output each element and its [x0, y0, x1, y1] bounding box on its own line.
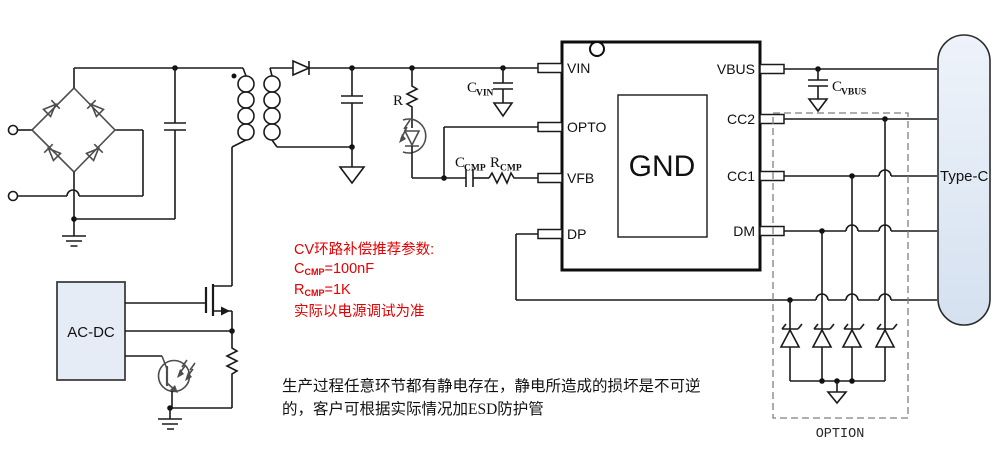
bridge-diode-icon [43, 143, 62, 162]
pin-vin [537, 62, 563, 74]
tvs-diode-icon [779, 323, 803, 381]
type-c-label: Type-C [940, 168, 989, 185]
exposed-pad [617, 94, 708, 238]
pin-cc2 [759, 113, 785, 125]
pin-label-opto: OPTO [567, 119, 607, 135]
ground-icon [807, 98, 829, 113]
cvbus-label: C [832, 79, 842, 95]
pin-cc1 [759, 170, 785, 182]
cv-note-ccmp: CCMP=100nF [294, 260, 375, 277]
esd-note-line2: 的，客户可根据实际情况加ESD防护管 [282, 400, 544, 418]
bulk-capacitor [164, 68, 186, 219]
cvin-label-sub: VIN [476, 89, 494, 99]
wire-hop [845, 224, 892, 232]
pin-vbus [759, 63, 785, 75]
ccmp-label-sub: CMP [464, 164, 486, 174]
cvbus-capacitor [808, 69, 828, 99]
pin-label-cc1: CC1 [727, 168, 755, 184]
cvin-label: C [467, 80, 477, 96]
cc-dm-dp-wiring [515, 116, 937, 329]
rcmp-label-sub: CMP [500, 164, 522, 174]
wire-hop [815, 293, 892, 301]
ground-icon [826, 391, 848, 405]
tvs-diode-icon [841, 323, 865, 381]
pin-label-cc2: CC2 [727, 111, 755, 127]
esd-note-line1: 生产过程任意环节都有静电存在，静电所造成的损坏是不可逆 [282, 378, 701, 395]
cv-note-title: CV环路补偿推荐参数: [294, 242, 435, 258]
light-arrow-icon [399, 134, 406, 143]
vbus-wiring [784, 66, 937, 113]
tvs-diode-icon [811, 323, 835, 381]
pin1-marker-icon [589, 41, 605, 57]
sense-resistor [225, 331, 239, 408]
esd-warning-note: 生产过程任意环节都有静电存在，静电所造成的损坏是不可逆 的，客户可根据实际情况加… [282, 376, 701, 421]
cv-compensation-note: CV环路补偿推荐参数: CCMP=100nF RCMP=1K 实际以电源调试为准 [294, 241, 434, 321]
mosfet-arrow-icon [221, 306, 230, 316]
option-dashed-box [772, 112, 909, 419]
ccmp-label: C [455, 155, 465, 171]
primary-bus-wiring [62, 65, 243, 247]
pin-opto [537, 121, 563, 133]
cv-note-line4: 实际以电源调试为准 [294, 303, 425, 320]
light-arrow-icon [177, 369, 184, 378]
pin-dm [759, 225, 785, 237]
esd-protection-diodes [779, 323, 898, 405]
bridge-diode-icon [86, 99, 105, 118]
gnd-pad-label: GND [629, 150, 696, 183]
output-filter-capacitor [277, 68, 366, 185]
resistor-label: R [393, 93, 403, 109]
emitter-arrow-icon [170, 385, 178, 393]
source-sense-network [125, 328, 239, 430]
compensation-network [412, 126, 538, 187]
ground-icon [338, 166, 366, 185]
cvin-capacitor [492, 68, 514, 118]
option-label: OPTION [816, 427, 865, 442]
earth-ground-icon [62, 235, 86, 247]
optocoupler-led [399, 118, 427, 178]
pin-vfb [537, 172, 563, 184]
earth-ground-icon [158, 408, 182, 430]
polarity-dot-icon [231, 73, 237, 79]
tvs-diode-icon [874, 323, 898, 381]
output-rectifier-diode [270, 59, 538, 77]
feedback-resistor [405, 68, 419, 128]
pin-dp [537, 228, 563, 240]
acdc-label: AC-DC [67, 324, 115, 341]
ac-input-terminals [7, 124, 144, 202]
bridge-diode-icon [42, 99, 61, 118]
pin-label-vin: VIN [567, 60, 590, 76]
wire-hop [66, 189, 80, 197]
pin-label-vbus: VBUS [717, 61, 755, 77]
acdc-block: AC-DC [56, 281, 126, 381]
rcmp-label: R [490, 155, 500, 171]
bridge-diode-icon [85, 143, 104, 162]
power-mosfet [125, 147, 233, 331]
wire-hop [878, 169, 892, 177]
pin-label-dp: DP [567, 226, 586, 242]
pin-label-dm: DM [733, 223, 755, 239]
cvbus-label-sub: VBUS [841, 88, 866, 98]
light-arrow-icon [185, 372, 192, 381]
controller-ic: GND VIN OPTO VFB DP VBUS CC2 CC1 DM [537, 40, 785, 272]
ground-icon [492, 102, 514, 118]
optocoupler-transistor [125, 355, 196, 408]
cv-note-rcmp: RCMP=1K [294, 282, 351, 298]
pin-label-vfb: VFB [567, 170, 594, 186]
type-c-connector: Type-C [937, 34, 991, 326]
transformer [231, 67, 281, 148]
rcmp-resistor [488, 171, 538, 185]
bridge-rectifier [30, 86, 117, 174]
